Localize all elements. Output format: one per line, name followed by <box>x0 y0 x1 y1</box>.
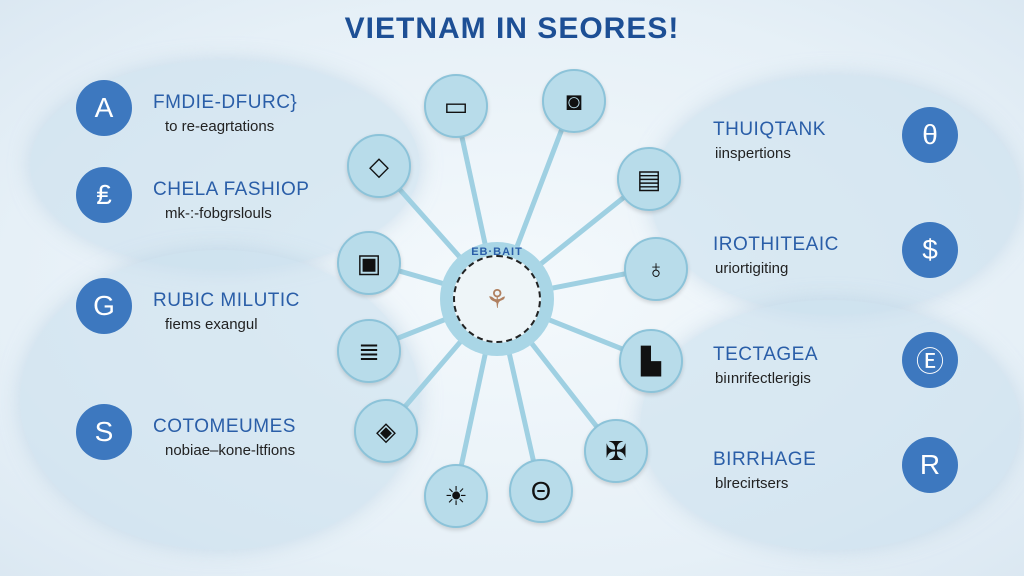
page-title: VIETNAM IN SEORES! <box>344 12 680 45</box>
building-icon: ▙ <box>619 329 683 393</box>
feature-subtitle: to re-eagrtations <box>165 118 275 135</box>
feature-title: IROTHITEAIC <box>713 234 839 255</box>
feature-title: FMDIE-DFURC} <box>153 92 298 113</box>
monitor-icon: ▭ <box>424 74 488 138</box>
feature-title: TECTAGEA <box>713 344 818 365</box>
feature-badge-icon: ₤ <box>76 167 132 223</box>
lantern-icon: ◈ <box>354 399 418 463</box>
feature-badge-icon: Ⓔ <box>902 332 958 388</box>
feature-subtitle: uriortigiting <box>715 260 789 277</box>
temple-icon: ≣ <box>337 319 401 383</box>
right-background-blob-top <box>650 75 1020 315</box>
feature-title: COTOMEUMES <box>153 416 296 437</box>
feature-badge-icon: G <box>76 278 132 334</box>
monument-icon: ▣ <box>337 231 401 295</box>
feature-badge-icon: R <box>902 437 958 493</box>
feature-title: RUBIC MILUTIC <box>153 290 300 311</box>
sunrise-icon: ☀ <box>424 464 488 528</box>
cash-register-icon: ▤ <box>617 147 681 211</box>
right-background-blob-bottom <box>640 300 1020 550</box>
feature-badge-icon: θ <box>902 107 958 163</box>
feature-subtitle: iinspertions <box>715 145 791 162</box>
chart-board-icon: Θ <box>509 459 573 523</box>
feature-subtitle: blrecirtsers <box>715 475 789 492</box>
feature-title: BIRRHAGE <box>713 449 817 470</box>
cross-tools-icon: ✠ <box>584 419 648 483</box>
central-hub: ⚘ <box>440 242 554 356</box>
feature-title: THUIQTANK <box>713 119 826 140</box>
lightbulb-icon: ♁ <box>624 237 688 301</box>
feature-subtitle: mk-:-fobgrslouls <box>165 205 272 222</box>
feature-subtitle: biınrifectlerigis <box>715 370 811 387</box>
diamond-icon: ◇ <box>347 134 411 198</box>
feature-title: CHELA FASHIOP <box>153 179 310 200</box>
feature-subtitle: fiems exangul <box>165 316 258 333</box>
feature-badge-icon: A <box>76 80 132 136</box>
camera-icon: ◙ <box>542 69 606 133</box>
feature-subtitle: nobiae–kone-ltfions <box>165 442 296 459</box>
feature-badge-icon: S <box>76 404 132 460</box>
hub-label: EB·BAIT <box>471 246 523 258</box>
tree-emblem-icon: ⚘ <box>453 255 541 343</box>
feature-badge-icon: $ <box>902 222 958 278</box>
